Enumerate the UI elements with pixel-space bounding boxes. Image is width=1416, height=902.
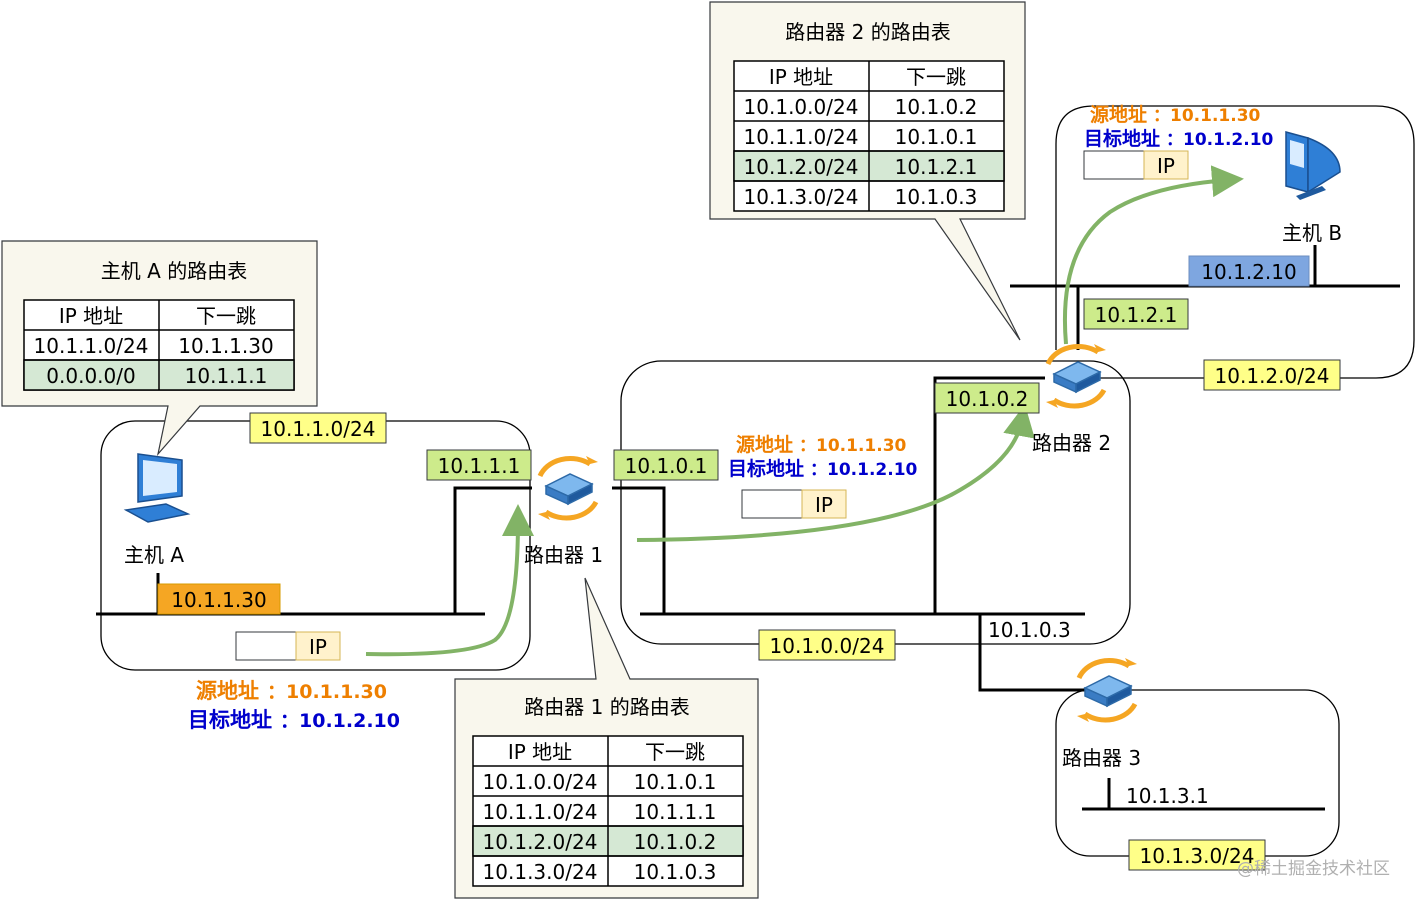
svg-text:10.1.0.1: 10.1.0.1 [895,125,978,149]
wires [96,245,1400,811]
svg-text:10.1.0.0/24: 10.1.0.0/24 [483,770,598,794]
svg-text:下一跳: 下一跳 [906,65,966,89]
net1-label: 10.1.1.0/24 [249,412,387,444]
packet-path-arrow-3 [1062,165,1244,345]
svg-text:10.1.1.1: 10.1.1.1 [438,454,521,478]
svg-text:10.1.0.3: 10.1.0.3 [634,860,717,884]
router3-lan-ip: 10.1.3.1 [1126,784,1209,808]
svg-text:IP: IP [815,493,833,517]
svg-text:10.1.1.0/24: 10.1.1.0/24 [744,125,859,149]
svg-text:10.1.2.0/24: 10.1.2.0/24 [744,155,859,179]
network-b-boundary [1055,105,1415,379]
packet-2: IP 源地址：10.1.1.30 目标地址：10.1.2.10 [728,433,918,519]
router2-lan-ip-label: 10.1.2.1 [1083,298,1189,330]
svg-text:10.1.0.1: 10.1.0.1 [625,454,708,478]
svg-text:10.1.0.3: 10.1.0.3 [895,185,978,209]
svg-text:源地址：10.1.1.30: 源地址：10.1.1.30 [736,433,907,456]
svg-text:10.1.2.0/24: 10.1.2.0/24 [1215,364,1330,388]
net0-label: 10.1.0.0/24 [758,629,896,661]
router3-name: 路由器 3 [1062,746,1141,770]
packet-3: IP 源地址：10.1.1.30 目标地址：10.1.2.10 [1083,103,1274,180]
svg-text:10.1.1.0/24: 10.1.1.0/24 [261,417,376,441]
router2-routing-table: 路由器 2 的路由表 IP 地址 下一跳 10.1.0.0/24 10.1.0.… [733,20,1005,212]
router1-lan-ip-label: 10.1.1.1 [426,449,532,481]
packet-1: IP 源地址：10.1.1.30 目标地址：10.1.2.10 [188,631,400,732]
svg-text:10.1.0.2: 10.1.0.2 [895,95,978,119]
svg-text:10.1.0.1: 10.1.0.1 [634,770,717,794]
net2-label: 10.1.2.0/24 [1203,359,1341,391]
desktop-icon [1285,131,1341,200]
svg-text:10.1.0.2: 10.1.0.2 [634,830,717,854]
svg-text:10.1.3.0/24: 10.1.3.0/24 [744,185,859,209]
svg-text:10.1.2.10: 10.1.2.10 [1201,260,1296,284]
router2-name: 路由器 2 [1032,431,1111,455]
svg-text:IP 地址: IP 地址 [508,740,572,764]
router1-icon [538,456,598,520]
svg-text:10.1.0.0/24: 10.1.0.0/24 [770,634,885,658]
packet-path-arrow-1 [365,504,534,657]
router2-wan-ip-label: 10.1.0.2 [934,382,1040,414]
router3-icon [1077,658,1137,722]
svg-text:10.1.2.1: 10.1.2.1 [895,155,978,179]
svg-text:10.1.3.0/24: 10.1.3.0/24 [483,860,598,884]
network-3-boundary [1055,689,1340,857]
svg-text:路由器 1 的路由表: 路由器 1 的路由表 [524,695,689,719]
svg-text:10.1.1.30: 10.1.1.30 [178,334,273,358]
svg-text:0.0.0.0/0: 0.0.0.0/0 [46,364,135,388]
svg-text:目标地址：10.1.2.10: 目标地址：10.1.2.10 [188,708,400,732]
host-a-name: 主机 A [124,543,184,567]
svg-text:10.1.2.0/24: 10.1.2.0/24 [483,830,598,854]
router2-icon [1046,344,1106,408]
host-b-ip-label: 10.1.2.10 [1188,255,1310,287]
packet-path-arrow-2 [636,404,1035,542]
svg-text:10.1.1.0/24: 10.1.1.0/24 [483,800,598,824]
svg-text:10.1.1.1: 10.1.1.1 [185,364,268,388]
svg-text:路由器 2 的路由表: 路由器 2 的路由表 [785,20,950,44]
svg-text:10.1.0.2: 10.1.0.2 [946,387,1029,411]
svg-text:IP 地址: IP 地址 [59,304,123,328]
svg-text:10.1.1.0/24: 10.1.1.0/24 [34,334,149,358]
router1-routing-table: 路由器 1 的路由表 IP 地址 下一跳 10.1.0.0/24 10.1.0.… [472,695,744,887]
svg-text:源地址：10.1.1.30: 源地址：10.1.1.30 [1090,103,1261,126]
net3-label: 10.1.3.0/24 [1128,839,1266,871]
laptop-icon [123,453,191,523]
host-b-name: 主机 B [1282,221,1342,245]
svg-text:10.1.1.30: 10.1.1.30 [171,588,266,612]
router1-wan-ip-label: 10.1.0.1 [613,449,719,481]
svg-text:IP 地址: IP 地址 [769,65,833,89]
router1-name: 路由器 1 [524,543,603,567]
svg-text:下一跳: 下一跳 [645,740,705,764]
svg-text:主机 A 的路由表: 主机 A 的路由表 [101,259,247,283]
svg-text:10.1.2.1: 10.1.2.1 [1095,303,1178,327]
svg-text:下一跳: 下一跳 [196,304,256,328]
host-a-ip-label: 10.1.1.30 [157,583,281,615]
svg-text:IP: IP [1157,154,1175,178]
watermark: @稀土掘金技术社区 [1237,859,1390,879]
svg-text:IP: IP [309,635,327,659]
svg-text:源地址：10.1.1.30: 源地址：10.1.1.30 [196,679,387,703]
svg-text:10.1.1.1: 10.1.1.1 [634,800,717,824]
svg-text:10.1.0.0/24: 10.1.0.0/24 [744,95,859,119]
host-a-routing-table: 主机 A 的路由表 IP 地址 下一跳 10.1.1.0/24 10.1.1.3… [23,259,295,391]
svg-text:目标地址：10.1.2.10: 目标地址：10.1.2.10 [1084,127,1274,150]
svg-text:10.1.3.0/24: 10.1.3.0/24 [1140,844,1255,868]
router3-wan-ip: 10.1.0.3 [988,618,1071,642]
svg-text:目标地址：10.1.2.10: 目标地址：10.1.2.10 [728,457,918,480]
